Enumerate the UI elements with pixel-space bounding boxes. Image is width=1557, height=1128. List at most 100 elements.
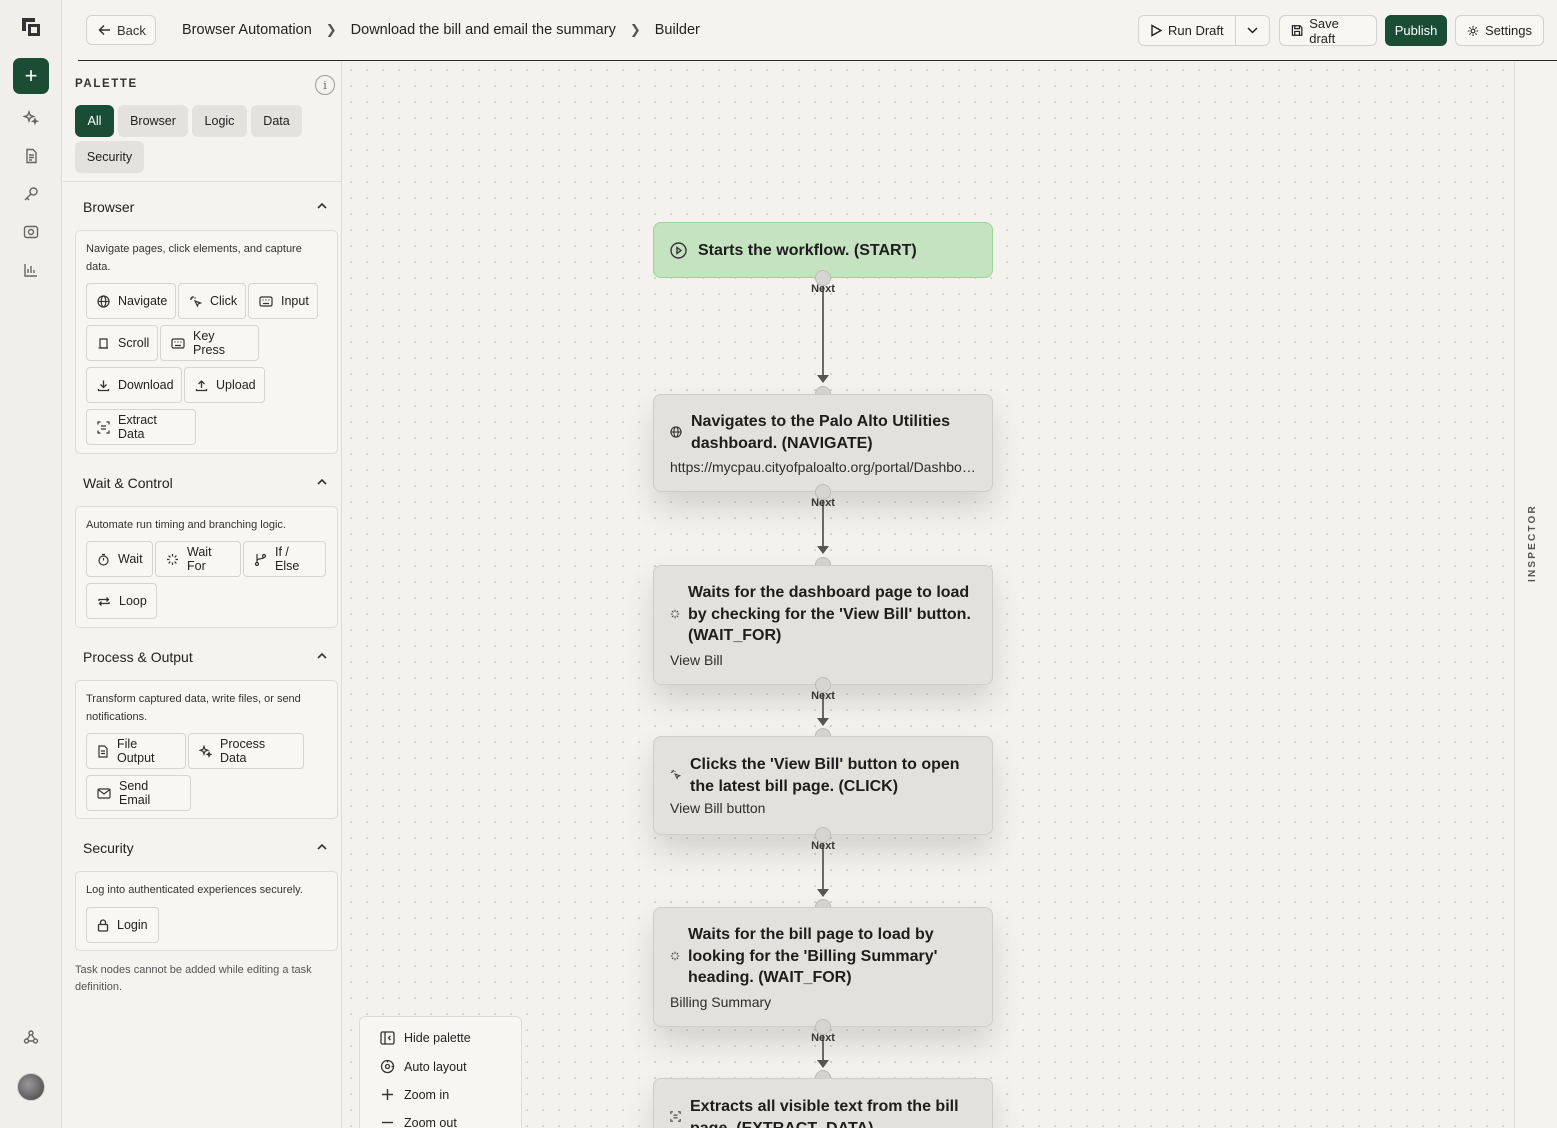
- chevron-right-icon: ❯: [629, 22, 641, 37]
- section-header-browser[interactable]: Browser: [83, 199, 135, 215]
- sparkle-icon[interactable]: [21, 108, 41, 128]
- settings-button[interactable]: Settings: [1455, 15, 1544, 46]
- node-subtitle: View Bill: [670, 652, 723, 668]
- save-icon: [1291, 25, 1303, 36]
- zoom-in-button[interactable]: Zoom in: [380, 1087, 449, 1102]
- palette-item-loop[interactable]: Loop: [86, 583, 157, 619]
- stopwatch-icon: [98, 553, 109, 566]
- workflow-node-extract-data[interactable]: Extracts all visible text from the bill …: [653, 1078, 993, 1128]
- node-output-port[interactable]: [815, 1019, 831, 1035]
- node-output-port[interactable]: [815, 270, 831, 286]
- palette-item-wait[interactable]: Wait: [86, 541, 153, 577]
- auto-layout-icon: [380, 1059, 395, 1074]
- arrow-down-icon: [817, 1060, 829, 1068]
- section-description: Automate run timing and branching logic.: [86, 519, 286, 531]
- edge-label[interactable]: Next: [811, 690, 835, 702]
- node-output-port[interactable]: [815, 484, 831, 500]
- workflow-canvas[interactable]: Next Next Next Next Next Starts the work…: [343, 62, 1514, 1128]
- palette-item-scroll[interactable]: Scroll: [86, 325, 158, 361]
- node-subtitle: Billing Summary: [670, 994, 772, 1010]
- new-workflow-button[interactable]: +: [13, 58, 49, 94]
- node-title: Starts the workflow. (START): [698, 242, 917, 259]
- workflow-node-start[interactable]: Starts the workflow. (START): [653, 222, 993, 278]
- section-header-security[interactable]: Security: [83, 840, 134, 856]
- key-icon[interactable]: [21, 184, 41, 204]
- webhook-icon[interactable]: [21, 1027, 41, 1047]
- document-icon[interactable]: [21, 146, 41, 166]
- palette-item-extract-data[interactable]: Extract Data: [86, 409, 196, 445]
- section-header-process-output[interactable]: Process & Output: [83, 649, 193, 665]
- section-description: Navigate pages, click elements, and capt…: [86, 243, 302, 273]
- control-label: Auto layout: [404, 1059, 467, 1074]
- edge-label[interactable]: Next: [811, 840, 835, 852]
- palette-item-process-data[interactable]: Process Data: [188, 733, 304, 769]
- inspector-label: INSPECTOR: [1527, 504, 1538, 582]
- chevron-up-icon[interactable]: [317, 842, 327, 852]
- breadcrumb-item-workflow[interactable]: Download the bill and email the summary: [350, 22, 616, 38]
- section-description: Transform captured data, write files, or…: [86, 693, 301, 723]
- chevron-up-icon[interactable]: [317, 651, 327, 661]
- section-description: Log into authenticated experiences secur…: [86, 884, 303, 896]
- chevron-up-icon[interactable]: [317, 477, 327, 487]
- palette-item-click[interactable]: Click: [178, 283, 246, 319]
- camera-box-icon[interactable]: [21, 222, 41, 242]
- node-output-port[interactable]: [815, 827, 831, 843]
- edge-label[interactable]: Next: [811, 283, 835, 295]
- save-draft-button[interactable]: Save draft: [1279, 15, 1377, 46]
- bar-chart-icon[interactable]: [21, 260, 41, 280]
- run-draft-button[interactable]: Run Draft: [1138, 15, 1236, 46]
- run-options-dropdown[interactable]: [1235, 15, 1270, 46]
- back-button[interactable]: Back: [86, 15, 156, 45]
- workflow-node-wait-for-bill[interactable]: Waits for the bill page to load by looki…: [653, 907, 993, 1027]
- section-header-wait-control[interactable]: Wait & Control: [83, 475, 173, 491]
- branch-icon: [254, 553, 267, 566]
- panel-collapse-icon: [380, 1031, 395, 1045]
- breadcrumb-item-project[interactable]: Browser Automation: [182, 22, 312, 38]
- filter-chip-browser[interactable]: Browser: [118, 105, 188, 137]
- node-title: Waits for the bill page to load by looki…: [688, 926, 938, 986]
- workflow-node-navigate[interactable]: Navigates to the Palo Alto Utilities das…: [653, 394, 993, 492]
- node-output-port[interactable]: [815, 677, 831, 693]
- pointer-click-icon: [190, 295, 202, 308]
- app-logo-icon[interactable]: [20, 16, 42, 38]
- lock-icon: [97, 918, 109, 932]
- chevron-up-icon[interactable]: [317, 201, 327, 211]
- palette-item-input[interactable]: Input: [248, 283, 318, 319]
- palette-item-upload[interactable]: Upload: [184, 367, 265, 403]
- palette-item-label: File Output: [117, 737, 155, 765]
- palette-item-key-press[interactable]: Key Press: [160, 325, 259, 361]
- palette-item-download[interactable]: Download: [86, 367, 182, 403]
- mail-icon: [97, 787, 111, 799]
- palette-item-label: Wait: [118, 552, 143, 566]
- filter-chip-all[interactable]: All: [75, 105, 114, 137]
- app-rail: +: [0, 0, 62, 1128]
- palette-title: PALETTE: [75, 78, 138, 90]
- palette-item-login[interactable]: Login: [86, 907, 159, 943]
- keyboard-icon: [171, 337, 185, 349]
- palette-item-navigate[interactable]: Navigate: [86, 283, 176, 319]
- auto-layout-button[interactable]: Auto layout: [380, 1059, 467, 1074]
- palette-item-label: Extract Data: [118, 413, 157, 441]
- workflow-node-click[interactable]: Clicks the 'View Bill' button to open th…: [653, 736, 993, 835]
- globe-icon: [670, 426, 682, 438]
- edge-label[interactable]: Next: [811, 497, 835, 509]
- arrow-down-icon: [817, 546, 829, 554]
- edge-label[interactable]: Next: [811, 1032, 835, 1044]
- node-title: Clicks the 'View Bill' button to open th…: [690, 756, 960, 795]
- filter-chip-logic[interactable]: Logic: [192, 105, 247, 137]
- palette-item-send-email[interactable]: Send Email: [86, 775, 191, 811]
- filter-chip-data[interactable]: Data: [251, 105, 302, 137]
- palette-divider: [63, 181, 342, 182]
- workflow-node-wait-for-dashboard[interactable]: Waits for the dashboard page to load by …: [653, 565, 993, 685]
- palette-item-wait-for[interactable]: Wait For: [155, 541, 241, 577]
- palette-item-file-output[interactable]: File Output: [86, 733, 186, 769]
- filter-chip-security[interactable]: Security: [75, 141, 144, 173]
- publish-button[interactable]: Publish: [1385, 15, 1447, 46]
- inspector-panel[interactable]: INSPECTOR: [1514, 62, 1557, 1128]
- node-title: Waits for the dashboard page to load by …: [688, 584, 971, 644]
- user-avatar[interactable]: [17, 1073, 45, 1101]
- zoom-out-button[interactable]: Zoom out: [380, 1115, 457, 1128]
- hide-palette-button[interactable]: Hide palette: [380, 1031, 471, 1045]
- palette-item-if-else[interactable]: If / Else: [243, 541, 326, 577]
- info-icon[interactable]: i: [315, 75, 335, 95]
